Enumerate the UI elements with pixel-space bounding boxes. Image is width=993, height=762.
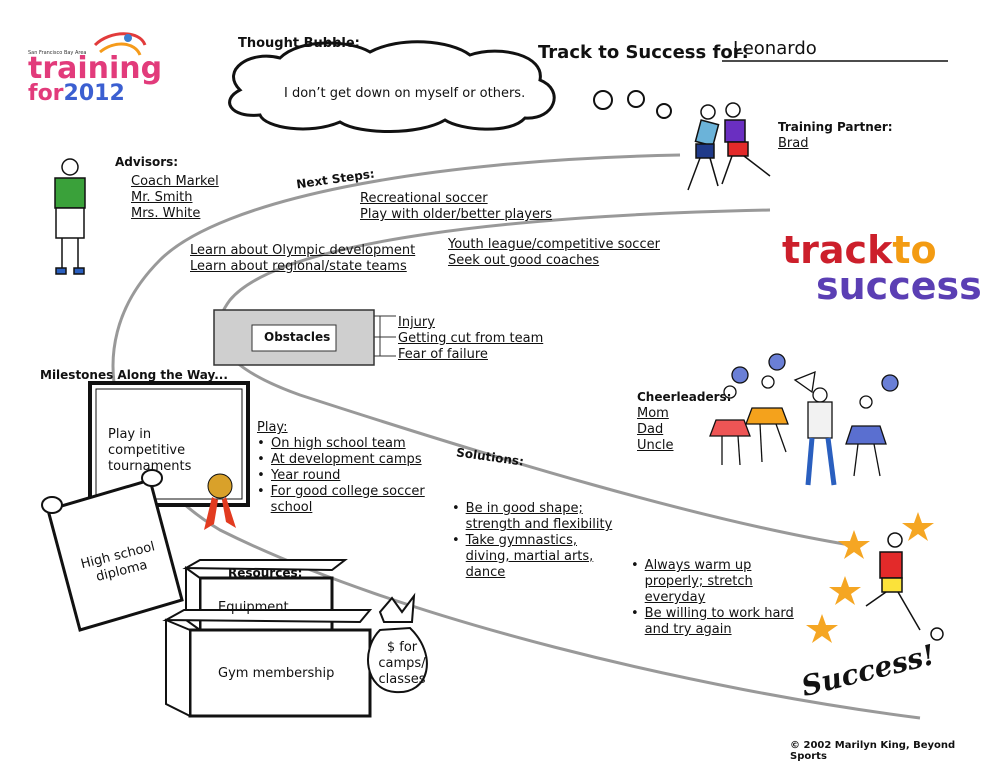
equipment-label: Equipment bbox=[218, 600, 289, 615]
obstacles-box bbox=[213, 309, 396, 366]
logo-year: 2012 bbox=[63, 81, 125, 106]
diploma-icon bbox=[41, 469, 184, 632]
cheerleader-item[interactable]: Dad bbox=[637, 422, 664, 437]
advisors-label: Advisors: bbox=[115, 155, 179, 169]
soccer-player-icon bbox=[865, 532, 944, 641]
cheerleader-item[interactable]: Uncle bbox=[637, 438, 674, 453]
money-label: $ for camps/ classes bbox=[378, 640, 426, 687]
obstacle-item[interactable]: Getting cut from team bbox=[398, 331, 544, 346]
money-bag-icon bbox=[367, 592, 428, 694]
solutions-col2: •Always warm up properly; stretch everyd… bbox=[631, 558, 813, 638]
obstacle-item[interactable]: Fear of failure bbox=[398, 347, 488, 362]
obstacle-item[interactable]: Injury bbox=[398, 315, 435, 330]
cheerleaders-label: Cheerleaders: bbox=[637, 390, 732, 404]
brand-track: track bbox=[782, 228, 893, 272]
training-partner-label: Training Partner: bbox=[778, 120, 893, 134]
logo-swoosh-icon bbox=[93, 32, 147, 56]
advisor-figure-icon bbox=[54, 158, 86, 275]
copyright-text: © 2002 Marilyn King, Beyond Sports bbox=[790, 740, 956, 762]
certificate-text: Play in competitive tournaments bbox=[108, 427, 192, 474]
solution-item[interactable]: Be willing to work hard and try again bbox=[644, 606, 794, 637]
logo-region: San Francisco Bay Area bbox=[28, 50, 87, 56]
thought-bubble-text: I don’t get down on myself or others. bbox=[284, 86, 526, 101]
next-steps-col1: Learn about Olympic development Learn ab… bbox=[190, 243, 415, 275]
obstacles-label: Obstacles bbox=[264, 330, 331, 344]
advisors-list: Coach Markel Mr. Smith Mrs. White bbox=[131, 174, 219, 222]
training-2012-logo: San Francisco Bay Area training for2012 bbox=[28, 50, 162, 107]
next-step-item[interactable]: Play with older/better players bbox=[360, 207, 553, 222]
play-item[interactable]: At development camps bbox=[271, 452, 422, 467]
solutions-col1: •Be in good shape; strength and flexibil… bbox=[452, 501, 622, 581]
play-label: Play: bbox=[257, 420, 288, 435]
brand-to: to bbox=[892, 228, 937, 272]
next-step-item[interactable]: Recreational soccer bbox=[360, 191, 488, 206]
thought-bubble-label: Thought Bubble: bbox=[238, 36, 360, 51]
logo-for: for bbox=[28, 81, 64, 106]
runners-icon bbox=[687, 102, 771, 191]
advisor-item[interactable]: Mr. Smith bbox=[131, 190, 193, 205]
resources-label: Resources: bbox=[228, 566, 303, 580]
track-to-success-brand: trackto success bbox=[782, 231, 982, 308]
training-partner-name[interactable]: Brad bbox=[778, 136, 809, 151]
athlete-name[interactable]: Leonardo bbox=[733, 38, 817, 59]
obstacles-list: Injury Getting cut from team Fear of fai… bbox=[398, 315, 543, 363]
brand-success: success bbox=[816, 264, 982, 308]
next-step-item[interactable]: Learn about regional/state teams bbox=[190, 259, 407, 274]
logo-training: training bbox=[28, 51, 163, 86]
next-steps-col3: Youth league/competitive soccer Seek out… bbox=[448, 237, 660, 269]
cheerleader-item[interactable]: Mom bbox=[637, 406, 669, 421]
solution-item[interactable]: Always warm up properly; stretch everyda… bbox=[644, 558, 753, 605]
advisor-item[interactable]: Mrs. White bbox=[131, 206, 201, 221]
play-item[interactable]: For good college soccer school bbox=[270, 484, 425, 515]
advisor-item[interactable]: Coach Markel bbox=[131, 174, 219, 189]
gym-membership-label: Gym membership bbox=[218, 666, 335, 681]
certificate-icon bbox=[88, 381, 250, 530]
resources-boxes bbox=[162, 559, 373, 718]
next-steps-col2: Recreational soccer Play with older/bett… bbox=[360, 191, 552, 223]
stars-icon bbox=[806, 512, 934, 643]
solution-item[interactable]: Take gymnastics, diving, martial arts, d… bbox=[465, 533, 594, 580]
play-list: •On high school team •At development cam… bbox=[257, 436, 427, 516]
solution-item[interactable]: Be in good shape; strength and flexibili… bbox=[465, 501, 613, 532]
cheerleaders-list: Mom Dad Uncle bbox=[637, 406, 674, 454]
next-step-item[interactable]: Youth league/competitive soccer bbox=[448, 237, 660, 252]
milestones-label: Milestones Along the Way... bbox=[40, 368, 228, 382]
next-step-item[interactable]: Learn about Olympic development bbox=[190, 243, 416, 258]
cheerleaders-icon bbox=[709, 353, 899, 486]
thought-cloud-icon bbox=[228, 40, 672, 133]
play-item[interactable]: Year round bbox=[271, 468, 341, 483]
next-step-item[interactable]: Seek out good coaches bbox=[448, 253, 600, 268]
play-item[interactable]: On high school team bbox=[271, 436, 406, 451]
track-for-label: Track to Success for: bbox=[538, 42, 749, 63]
